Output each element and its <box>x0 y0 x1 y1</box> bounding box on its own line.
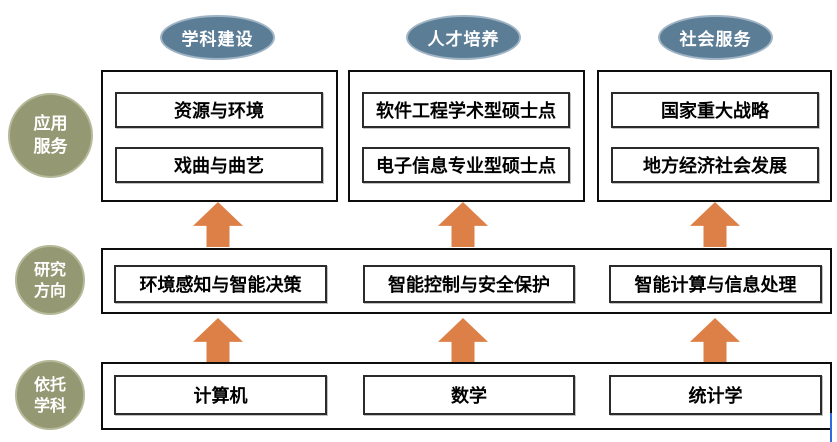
circle-label-line: 学科 <box>33 396 66 415</box>
item-label: 统计学 <box>688 386 743 407</box>
up-arrow-icon <box>193 202 243 247</box>
oval-discipline-construction: 学科建设 <box>160 15 275 60</box>
item-box: 地方经济社会发展 <box>611 147 819 183</box>
oval-label: 学科建设 <box>181 30 254 50</box>
oval-label: 社会服务 <box>679 30 752 50</box>
item-label: 软件工程学术型硕士点 <box>376 101 556 122</box>
item-box: 数学 <box>363 375 575 415</box>
group-supporting-disciplines: 计算机 数学 统计学 <box>101 362 832 430</box>
item-label: 地方经济社会发展 <box>643 156 787 177</box>
item-label: 智能控制与安全保护 <box>388 275 550 296</box>
item-box: 戏曲与曲艺 <box>115 147 323 183</box>
circle-label-line: 方向 <box>33 281 66 300</box>
up-arrow-icon <box>690 202 740 247</box>
circle-label-line: 应用 <box>33 113 68 134</box>
oval-social-service: 社会服务 <box>658 15 773 60</box>
up-arrow-icon <box>690 318 740 363</box>
up-arrow-icon <box>438 318 488 363</box>
item-label: 智能计算与信息处理 <box>634 275 797 296</box>
circle-label-line: 服务 <box>33 136 68 157</box>
oval-talent-cultivation: 人才培养 <box>406 15 521 60</box>
item-box: 国家重大战略 <box>611 92 819 128</box>
item-label: 资源与环境 <box>174 101 264 122</box>
item-label: 电子信息专业型硕士点 <box>376 156 556 177</box>
item-label: 数学 <box>451 386 487 407</box>
item-box: 资源与环境 <box>115 92 323 128</box>
item-box: 环境感知与智能决策 <box>114 265 327 303</box>
item-box: 统计学 <box>609 375 822 415</box>
up-arrow-icon <box>438 202 488 247</box>
item-label: 戏曲与曲艺 <box>174 156 264 177</box>
circle-research-direction: 研究 方向 <box>15 245 85 315</box>
item-box: 计算机 <box>114 375 327 415</box>
group-discipline-construction: 资源与环境 戏曲与曲艺 <box>101 70 338 202</box>
text-cursor <box>830 413 832 442</box>
item-label: 计算机 <box>193 386 248 407</box>
item-label: 环境感知与智能决策 <box>139 275 302 296</box>
item-box: 智能控制与安全保护 <box>363 265 575 303</box>
up-arrow-icon <box>193 318 243 363</box>
group-social-service: 国家重大战略 地方经济社会发展 <box>597 70 832 202</box>
item-box: 智能计算与信息处理 <box>609 265 822 303</box>
group-talent-cultivation: 软件工程学术型硕士点 电子信息专业型硕士点 <box>348 70 585 202</box>
circle-label-line: 研究 <box>33 260 66 279</box>
circle-application-service: 应用 服务 <box>8 93 93 178</box>
item-box: 电子信息专业型硕士点 <box>362 147 570 183</box>
oval-label: 人才培养 <box>427 30 500 50</box>
circle-supporting-discipline: 依托 学科 <box>15 360 85 430</box>
circle-label-line: 依托 <box>33 375 66 394</box>
item-label: 国家重大战略 <box>661 101 769 122</box>
item-box: 软件工程学术型硕士点 <box>362 92 570 128</box>
group-research-directions: 环境感知与智能决策 智能控制与安全保护 智能计算与信息处理 <box>101 248 832 314</box>
